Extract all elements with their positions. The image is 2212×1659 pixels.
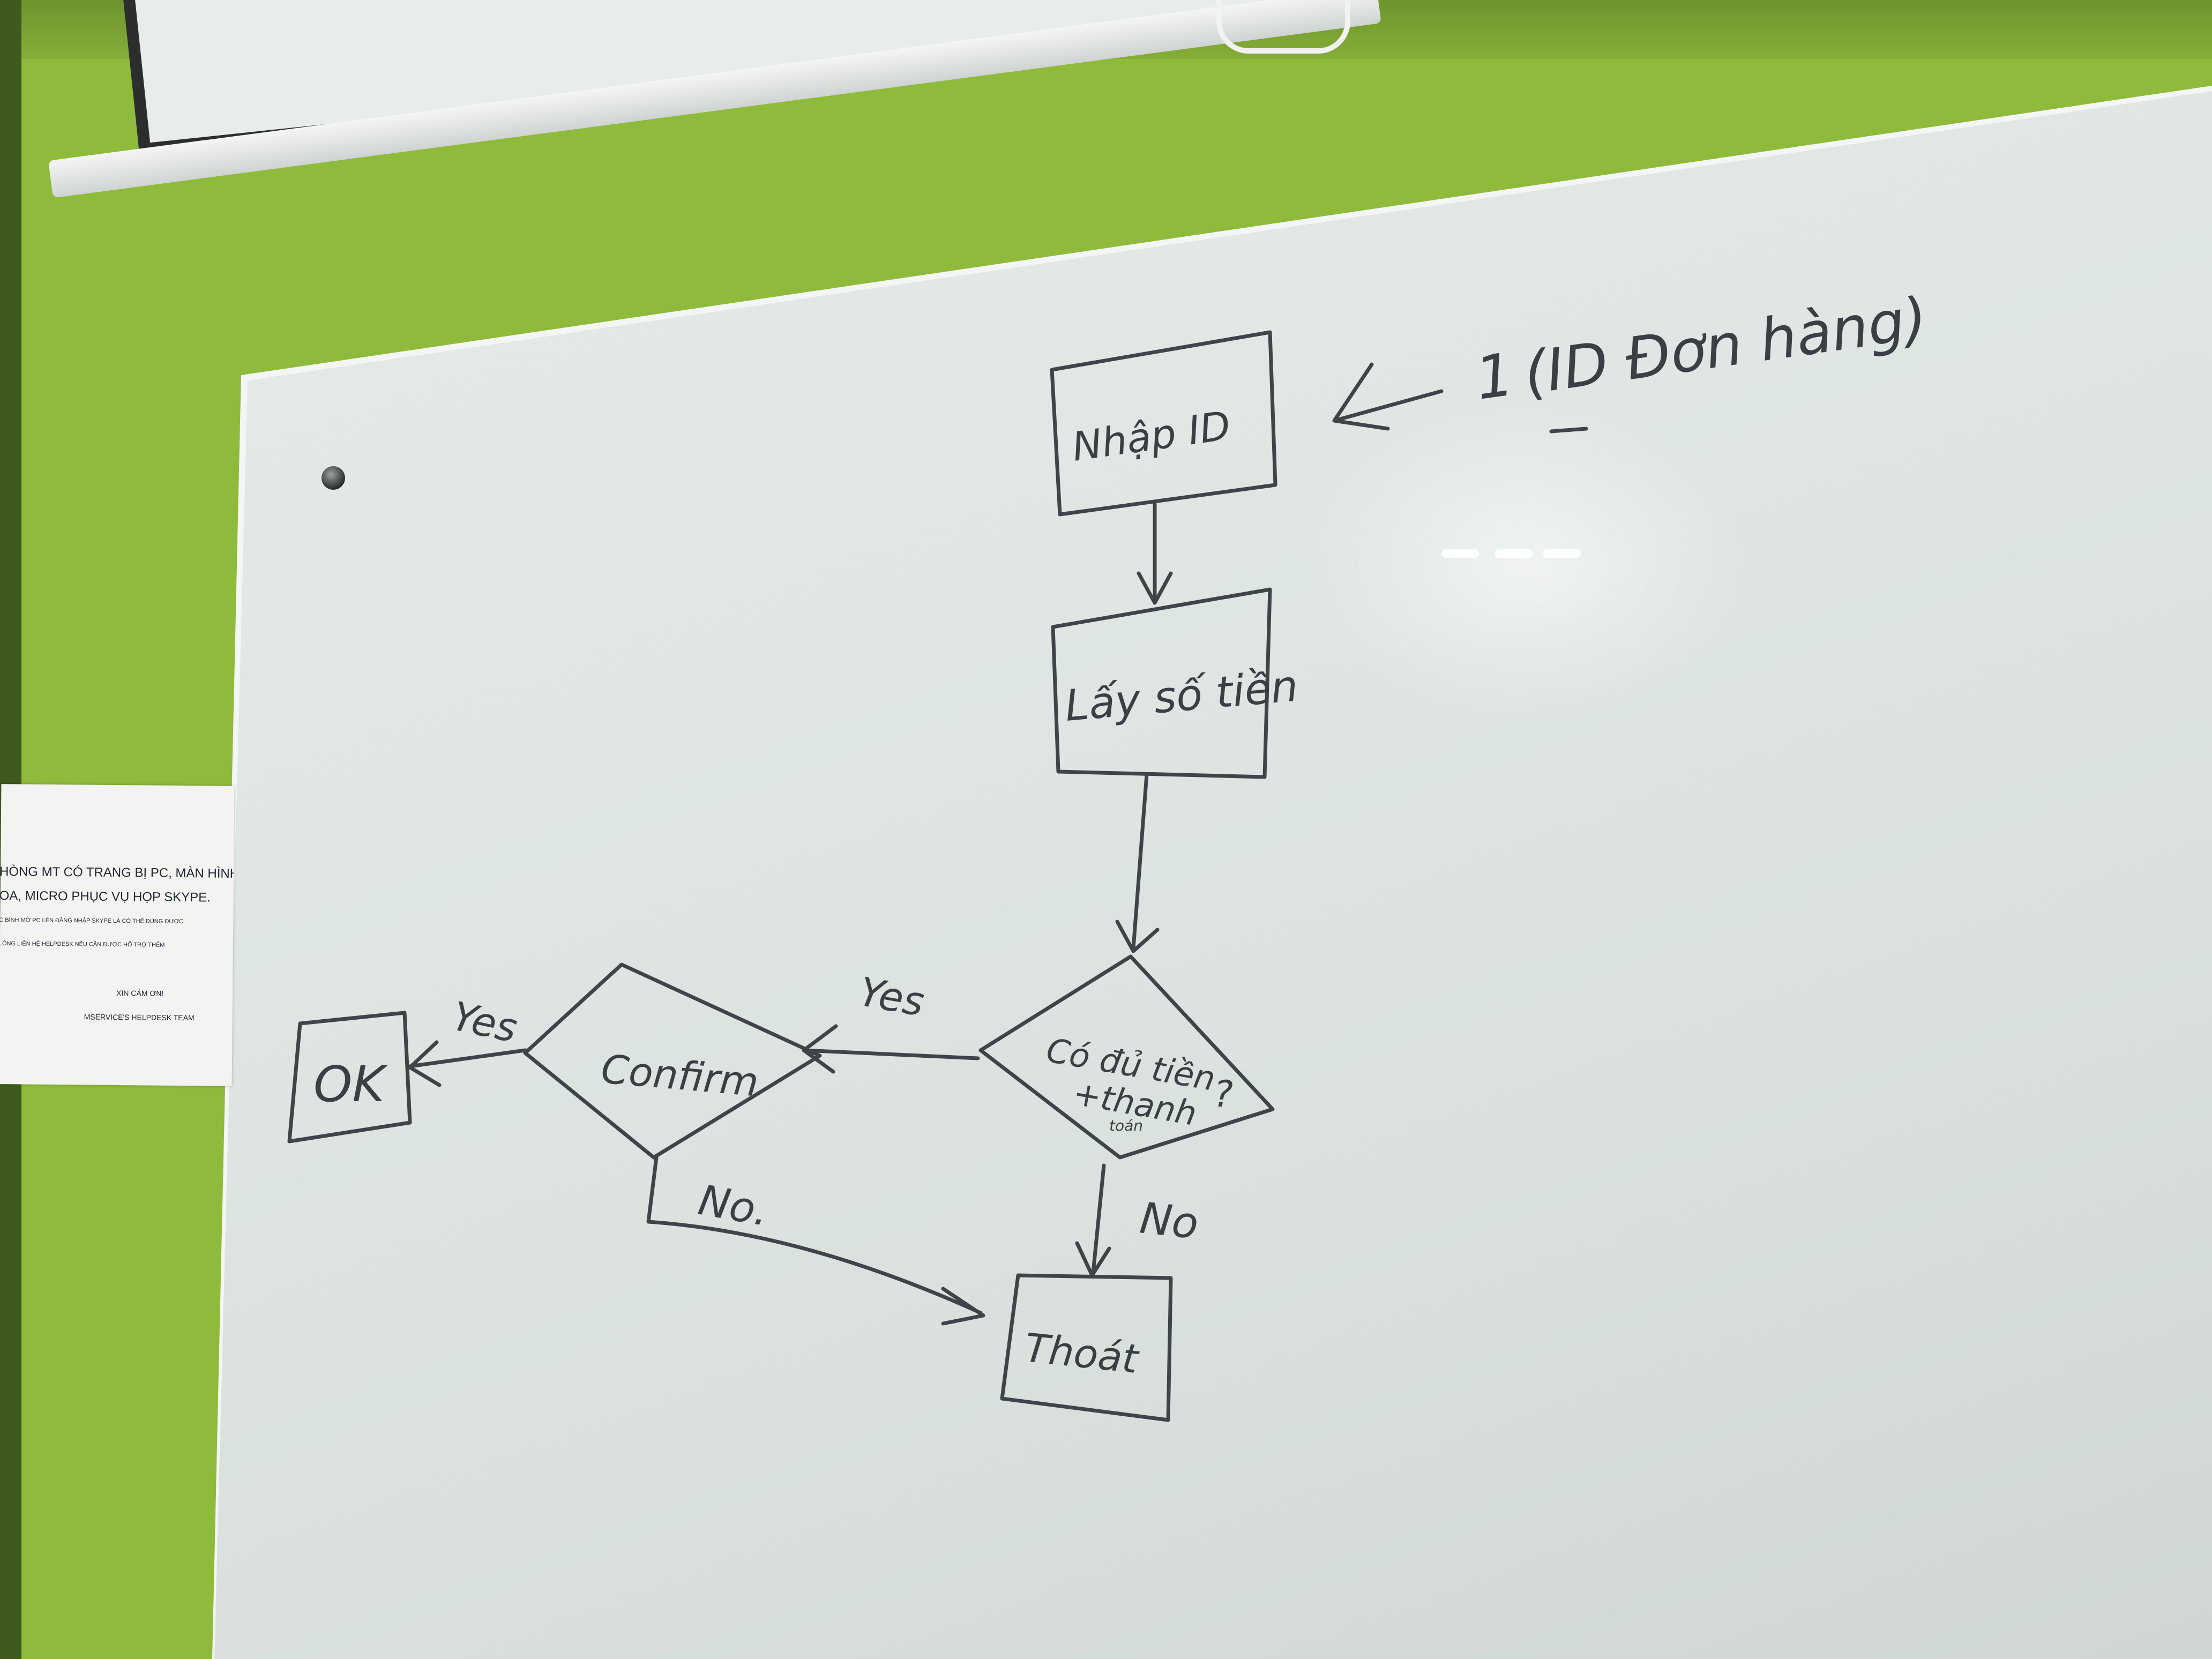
flow-arrow-no — [646, 1155, 985, 1326]
light-reflection — [1441, 549, 1479, 558]
edge-label-yes: Yes — [448, 993, 521, 1051]
flowchart-box-get-amount — [1051, 587, 1272, 779]
confirm-label: Confirm — [599, 1046, 760, 1105]
flowchart-box-input — [1050, 330, 1277, 517]
flowchart-label-input: Nhập ID — [1070, 402, 1234, 470]
annotation-underline — [1549, 427, 1588, 434]
exit-label: Thoát — [1022, 1325, 1142, 1382]
flowchart-decision-confirm — [523, 962, 822, 1160]
magnet — [322, 466, 345, 490]
flow-arrow — [1115, 772, 1160, 953]
flow-arrow-no — [1075, 1163, 1111, 1277]
annotation-arrow — [1332, 362, 1444, 431]
annotation-number: 1 — [1471, 340, 1518, 413]
ok-label: OK — [313, 1056, 388, 1113]
flowchart-box-exit — [1000, 1273, 1173, 1422]
light-reflection — [1495, 549, 1533, 558]
flow-arrow — [1137, 502, 1173, 605]
flowchart-box-ok — [287, 1011, 412, 1144]
light-reflection — [1543, 549, 1581, 558]
flow-arrow-yes — [802, 1024, 980, 1074]
decision-label-question: ? — [1214, 1073, 1233, 1116]
annotation-text: (ID Đơn hàng) — [1520, 285, 1931, 407]
edge-label-no: No. — [695, 1176, 773, 1236]
ceiling-hook — [1216, 0, 1350, 54]
flowchart-decision-enough-money — [978, 954, 1275, 1160]
edge-label-yes: Yes — [856, 969, 928, 1026]
edge-label-no: No — [1138, 1193, 1201, 1249]
flow-arrow-yes — [408, 1040, 527, 1087]
decision-label-line3: toán — [1109, 1117, 1143, 1134]
